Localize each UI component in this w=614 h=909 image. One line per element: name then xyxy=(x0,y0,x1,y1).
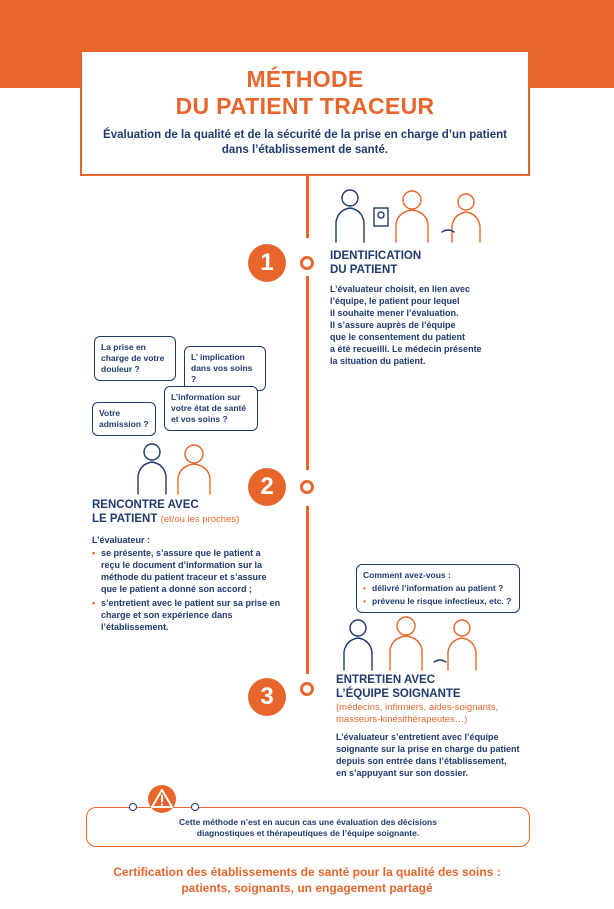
list-item: s’entretient avec le patient sur sa pris… xyxy=(92,597,282,633)
list-item: se présente, s’assure que le patient a r… xyxy=(92,547,282,595)
step-2-bullet-list: se présente, s’assure que le patient a r… xyxy=(92,547,282,633)
page-subtitle: Évaluation de la qualité et de la sécuri… xyxy=(103,129,507,156)
team-meeting-illustration xyxy=(343,616,477,671)
step-3-description: L’évaluateur s’entretient avec l’équipe … xyxy=(336,732,520,778)
timeline-dot xyxy=(300,256,314,270)
timeline-line xyxy=(306,276,309,470)
step-2-title: RENCONTRE AVEC LE PATIENT (et/ou les pro… xyxy=(92,499,240,525)
timeline-dot xyxy=(300,480,314,494)
patient-evaluator-illustration xyxy=(137,443,211,495)
speech-bubble-admission: Votre admission ? xyxy=(92,402,156,436)
speech-bubble-information: L’information sur votre état de santé et… xyxy=(164,386,258,431)
footer-tagline: Certification des établissements de sant… xyxy=(113,865,501,895)
step-2-number: 2 xyxy=(248,468,286,506)
step-3-subtitle: (médecins, infirmiers, aides-soignants, … xyxy=(336,702,499,725)
step-2-description: L’évaluateur : se présente, s’assure que… xyxy=(92,534,282,633)
step-1-number: 1 xyxy=(248,244,286,282)
step-3-title: ENTRETIEN AVEC L’ÉQUIPE SOIGNANTE xyxy=(336,674,461,700)
timeline-line xyxy=(306,506,309,674)
timeline-line xyxy=(306,176,309,238)
list-item: délivré l’information au patient ? xyxy=(363,583,513,594)
speech-bubble-pain: La prise en charge de votre douleur ? xyxy=(94,336,176,381)
speech-bubble-implication: L’ implication dans vos soins ? xyxy=(184,346,266,391)
notice-box: Cette méthode n’est en aucun cas une éva… xyxy=(86,803,530,847)
notice-dot xyxy=(129,803,137,811)
warning-icon xyxy=(148,785,176,813)
step-3-number: 3 xyxy=(248,678,286,716)
team-question-bubble: Comment avez-vous : délivré l’informatio… xyxy=(356,564,520,613)
list-item: prévenu le risque infectieux, etc. ? xyxy=(363,596,513,607)
notice-dot xyxy=(191,803,199,811)
header-box: MÉTHODE DU PATIENT TRACEUR Évaluation de… xyxy=(80,50,530,176)
notice-text: Cette méthode n’est en aucun cas une éva… xyxy=(179,817,437,838)
timeline-dot xyxy=(300,682,314,696)
step-2-subtitle: (et/ou les proches) xyxy=(160,514,240,525)
step-1-title: IDENTIFICATION DU PATIENT xyxy=(330,250,422,276)
care-team-illustration xyxy=(335,189,481,243)
page-title: MÉTHODE DU PATIENT TRACEUR xyxy=(175,66,435,119)
step-1-description: L’évaluateur choisit, en lien avec l’équ… xyxy=(330,284,482,366)
